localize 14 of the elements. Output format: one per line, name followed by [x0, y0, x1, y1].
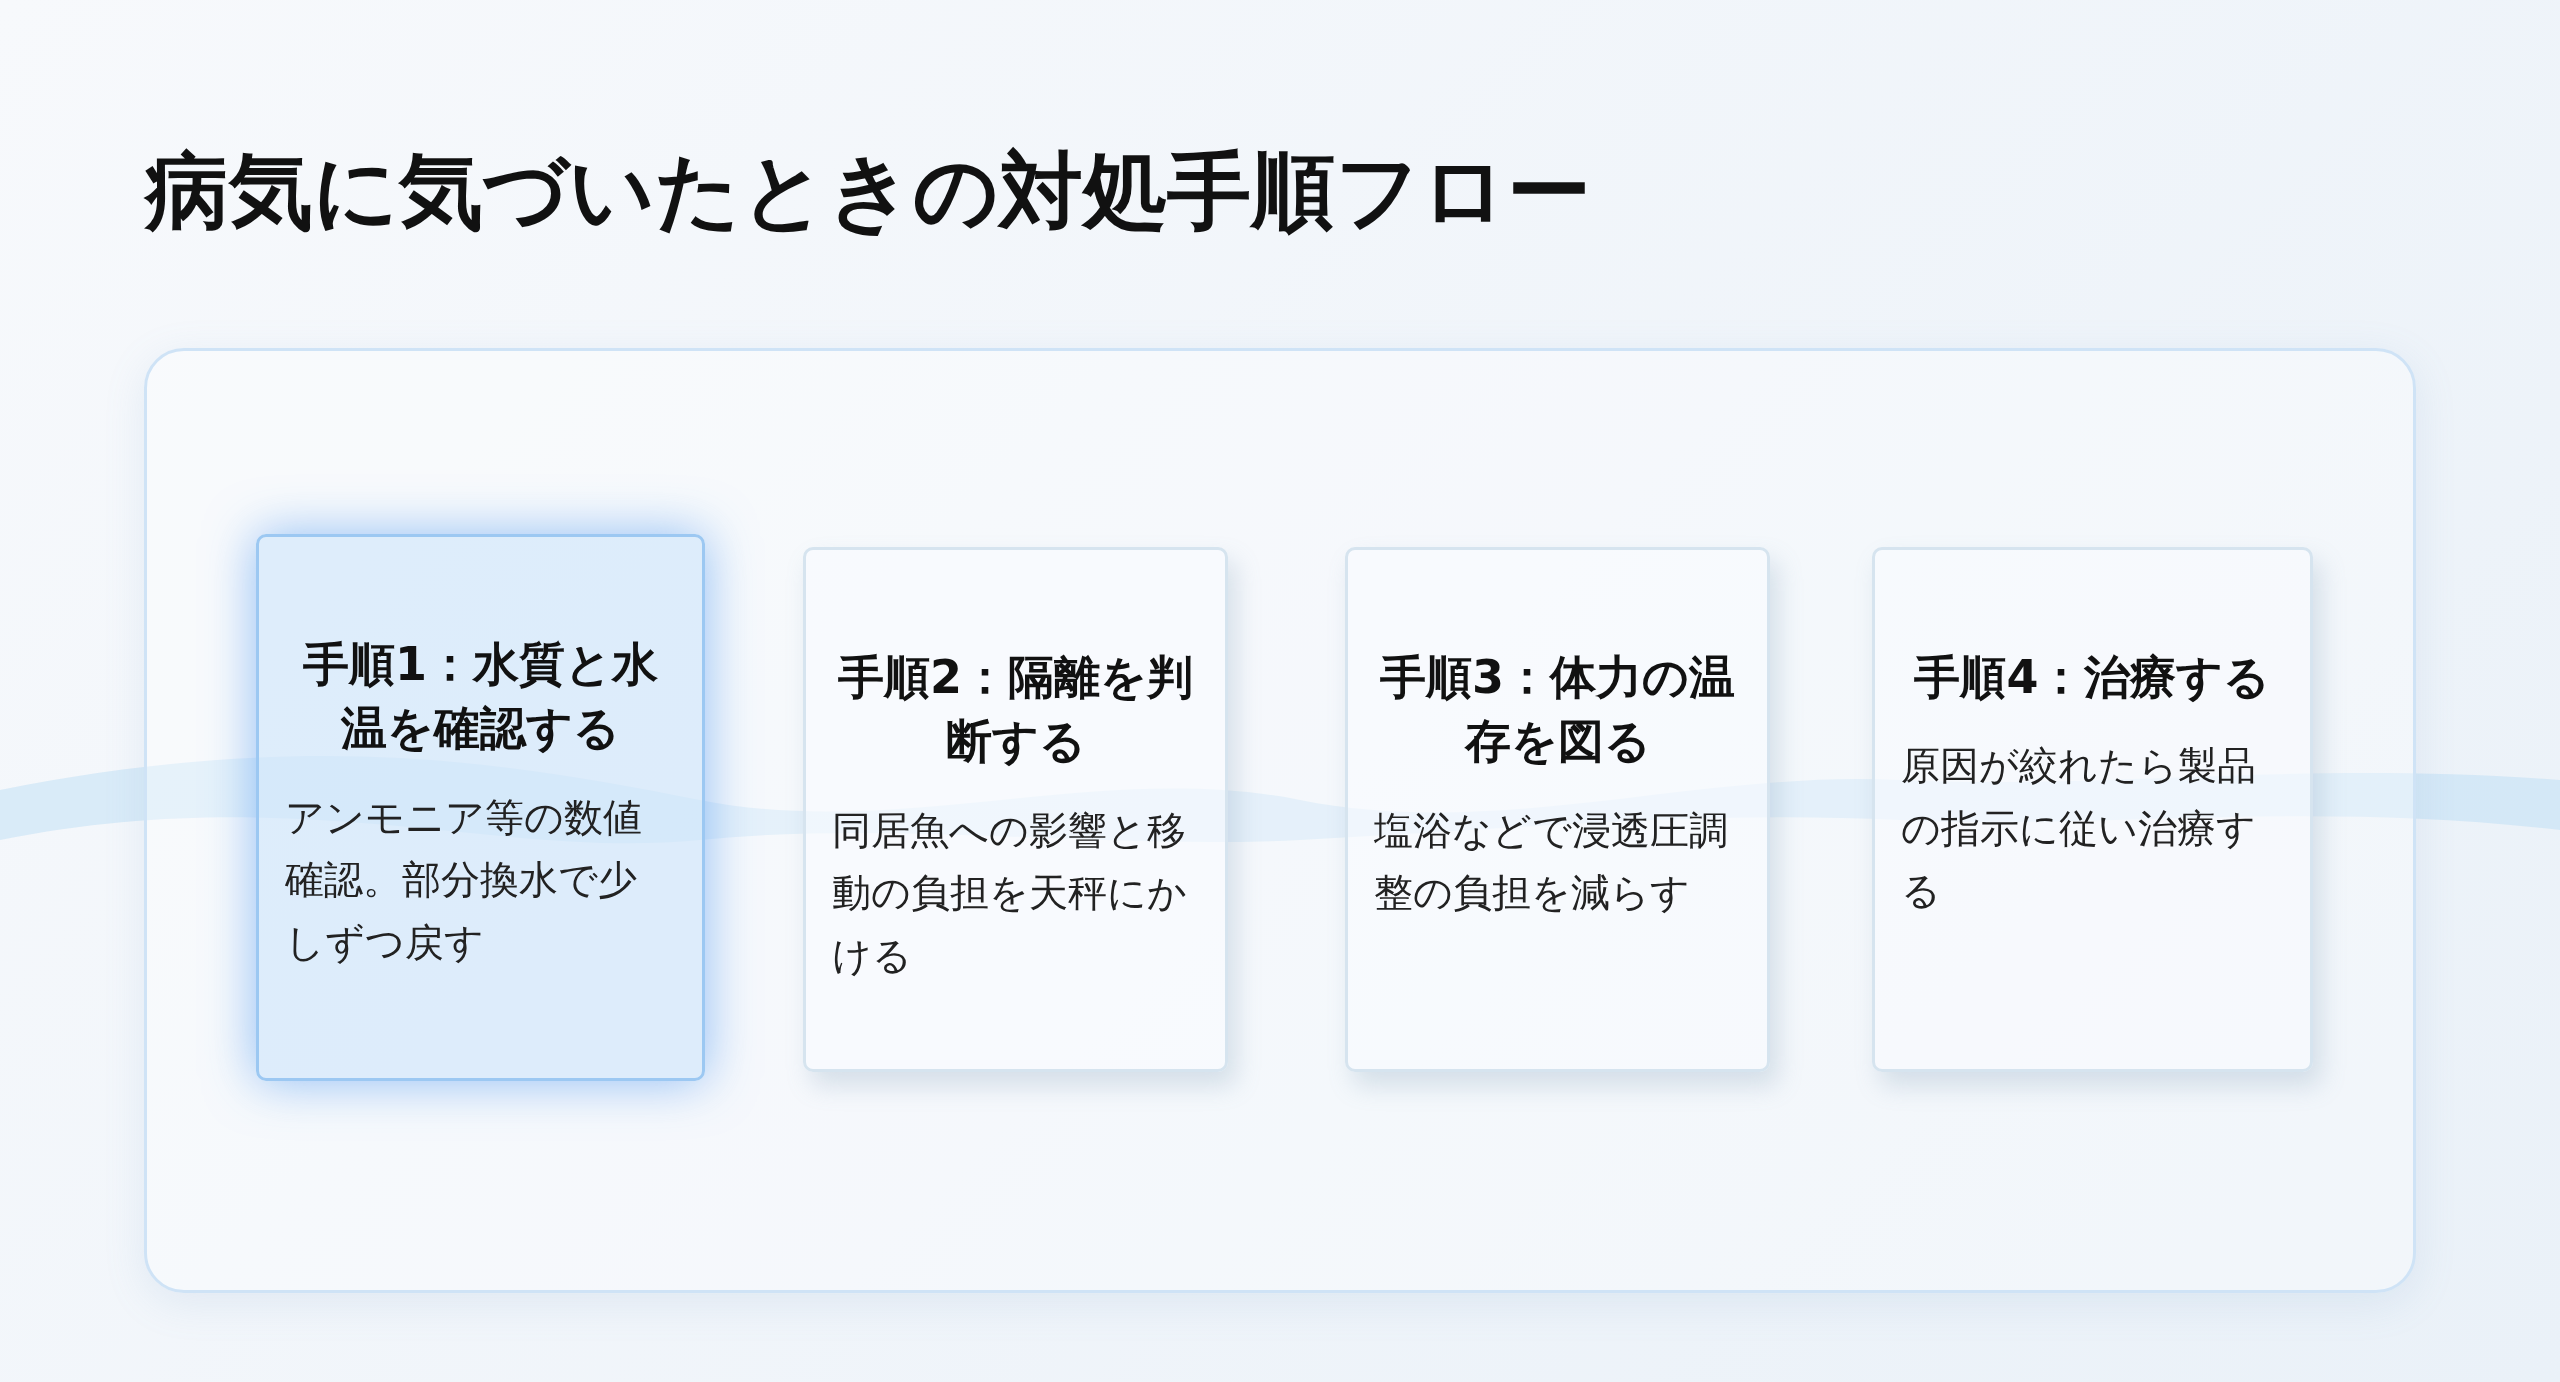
step-heading: 手順2：隔離を判断する [837, 649, 1194, 771]
glass-step-block [803, 547, 1228, 1072]
step-heading: 手順1：水質と水温を確認する [302, 636, 659, 758]
step-description: アンモニア等の数値確認。部分換水で少しずつ戻す [285, 793, 643, 967]
glass-panel [144, 348, 2416, 1293]
glass-step-block [1872, 547, 2313, 1072]
step-description: 塩浴などで浸透圧調整の負担を減らす [1374, 806, 1729, 918]
glass-step-block [1345, 547, 1770, 1072]
title: 病気に気づいたときの対処手順フロー [145, 141, 1591, 242]
step-description: 原因が絞れたら製品の指示に従い治療する [1901, 742, 2257, 916]
glass-step-block [256, 534, 705, 1081]
step-heading: 手順4：治療する [1914, 649, 2271, 706]
step-description: 同居魚への影響と移動の負担を天秤にかける [832, 806, 1188, 980]
step-heading: 手順3：体力の温存を図る [1379, 649, 1736, 771]
